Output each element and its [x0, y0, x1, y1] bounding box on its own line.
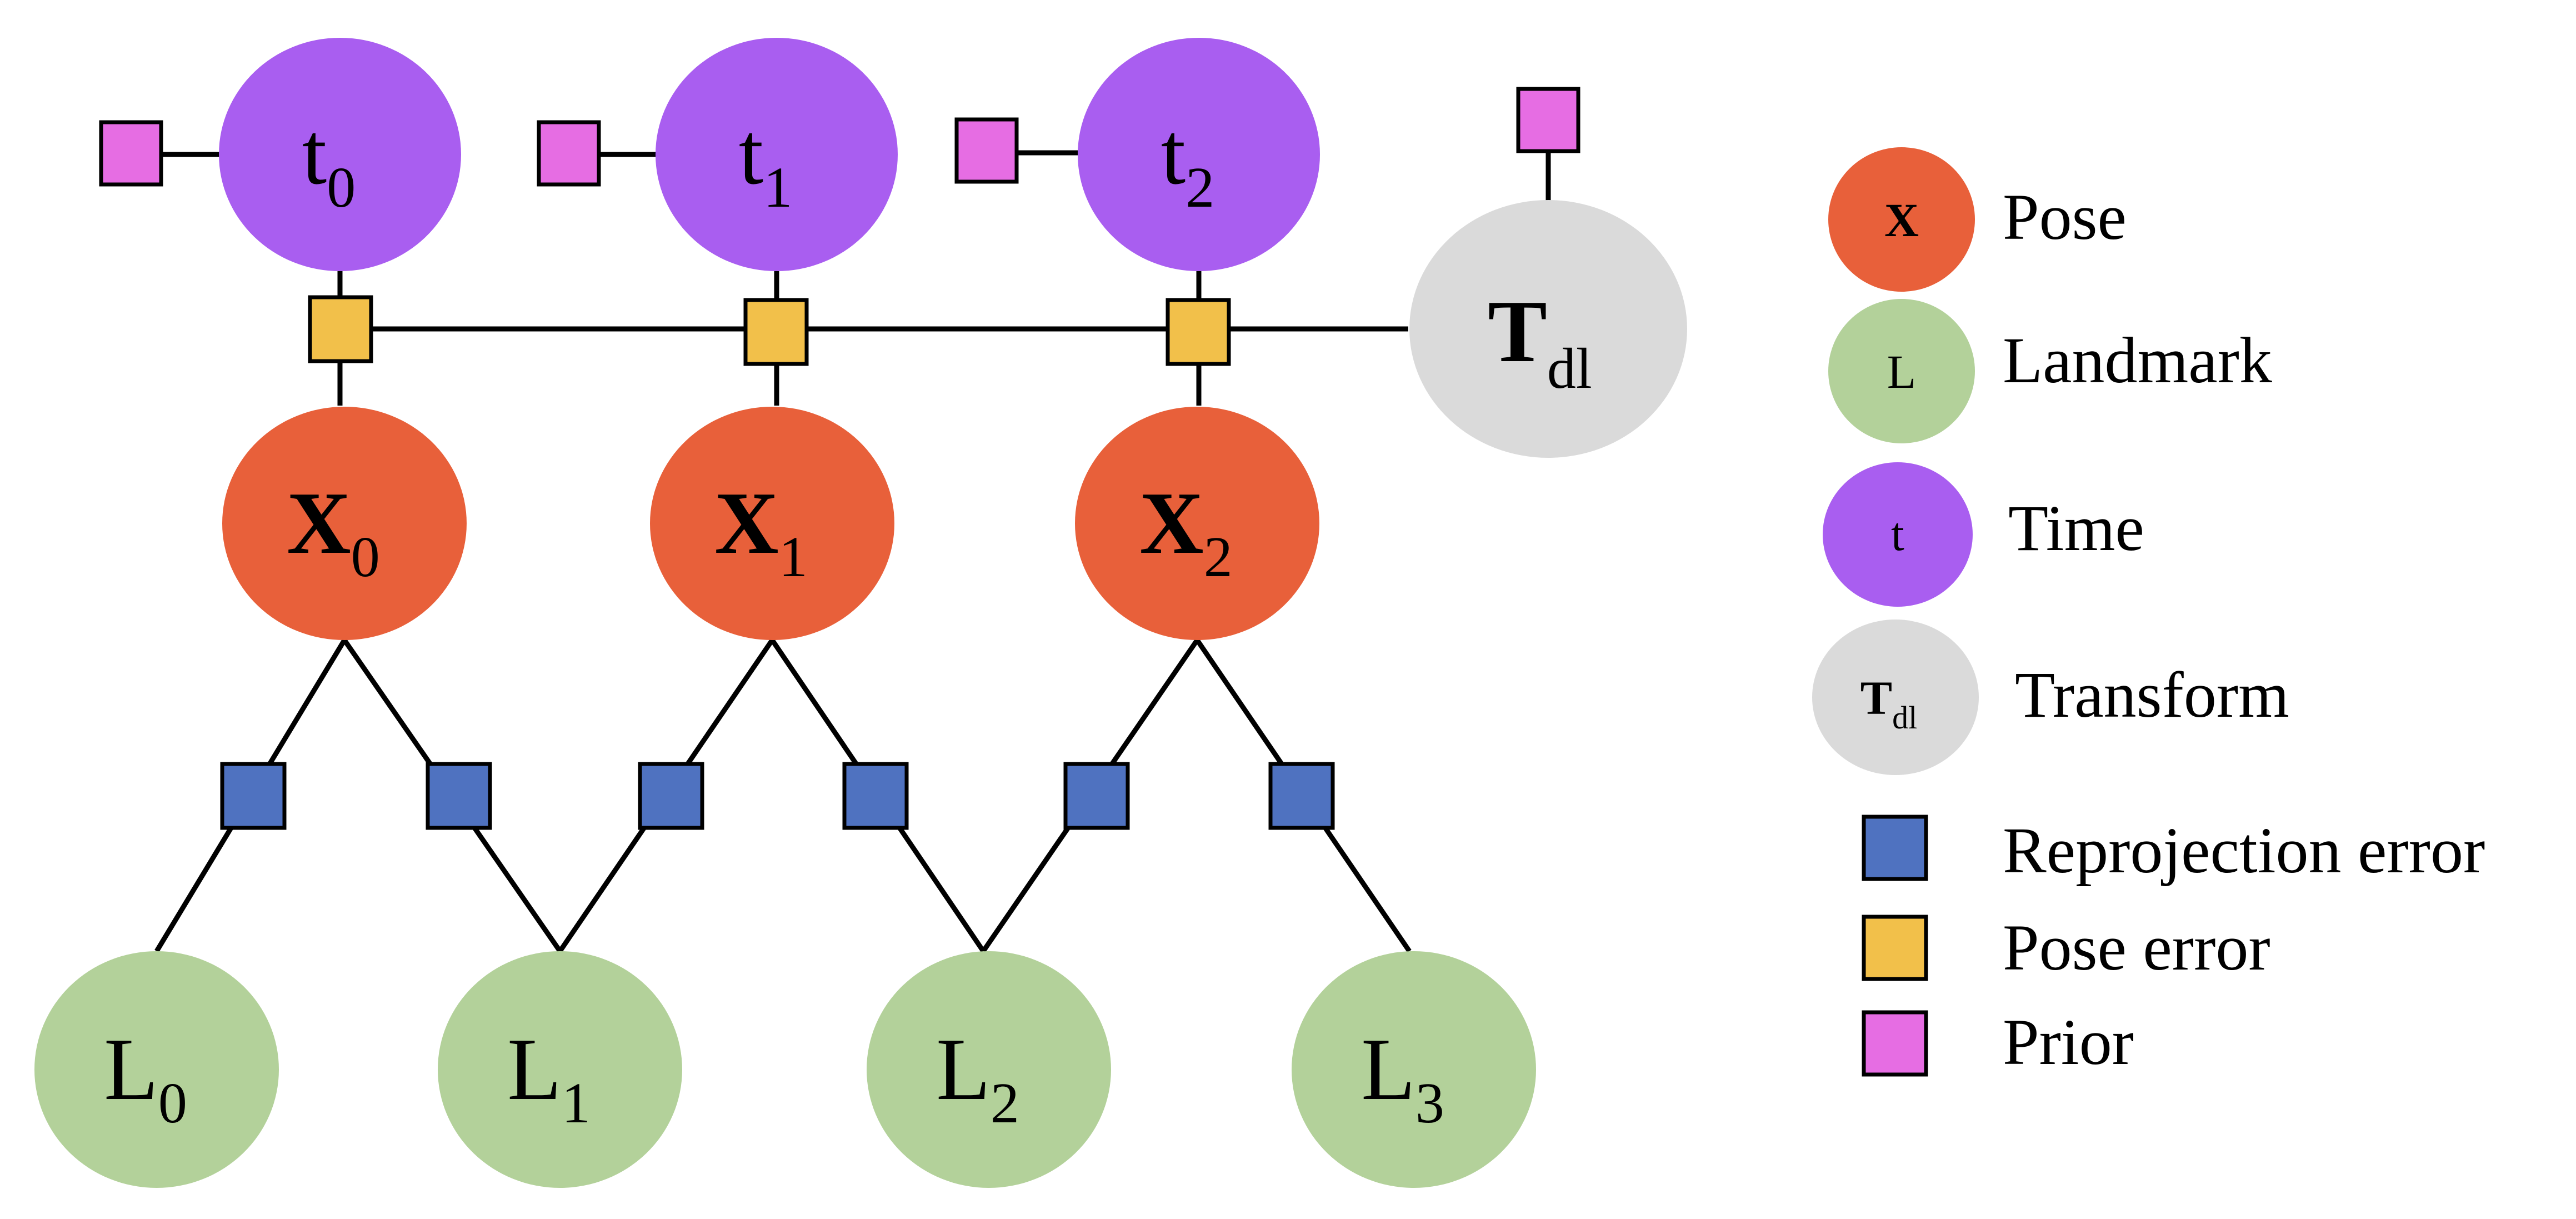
- pose-node-x0: X0: [222, 407, 467, 640]
- prior-factor-t2: [954, 117, 1019, 184]
- node-label: L: [507, 1020, 562, 1118]
- node-subscript: 0: [351, 525, 380, 589]
- prior-factor-tdl: [1516, 87, 1580, 153]
- node-subscript: 1: [763, 156, 792, 219]
- node-label: X: [714, 473, 779, 572]
- node-subscript: 2: [1204, 525, 1233, 589]
- legend-time-symbol: t: [1891, 507, 1904, 561]
- legend-pose-error-label: Pose error: [2003, 911, 2270, 984]
- node-label: L: [104, 1020, 158, 1118]
- prior-factor-t1: [537, 120, 601, 187]
- svg-text:X0: X0: [287, 473, 380, 589]
- legend-item-pose: X Pose: [1828, 147, 2127, 292]
- svg-text:L0: L0: [104, 1020, 187, 1135]
- node-label: L: [1361, 1020, 1415, 1118]
- transform-node-tdl: Tdl: [1409, 200, 1687, 458]
- legend-landmark-symbol: L: [1887, 345, 1917, 398]
- legend-item-time: t Time: [1823, 462, 2144, 607]
- legend-item-prior: Prior: [1862, 1006, 2134, 1078]
- node-subscript: 3: [1415, 1071, 1444, 1135]
- time-node-t0: t0: [219, 38, 461, 271]
- pose-error-factor-1: [743, 298, 809, 366]
- legend-landmark-label: Landmark: [2003, 324, 2272, 397]
- svg-text:L3: L3: [1361, 1020, 1444, 1135]
- reprojection-factor-x2-l3: [1268, 762, 1335, 830]
- landmark-node-l0: L0: [34, 951, 279, 1188]
- node-subscript: 1: [779, 525, 808, 589]
- landmark-node-l1: L1: [438, 951, 682, 1188]
- reprojection-factor-x0-l0: [220, 762, 287, 830]
- svg-text:Tdl: Tdl: [1488, 282, 1592, 401]
- legend-item-reprojection-error: Reprojection error: [1862, 814, 2485, 887]
- legend-pose-symbol: X: [1884, 193, 1919, 247]
- legend-prior-label: Prior: [2003, 1006, 2134, 1078]
- time-node-t1: t1: [656, 38, 898, 271]
- legend-item-landmark: L Landmark: [1828, 299, 2272, 443]
- svg-text:t1: t1: [739, 104, 792, 219]
- pose-error-factor-2: [1166, 298, 1231, 366]
- node-label: L: [936, 1020, 991, 1118]
- svg-text:t2: t2: [1161, 104, 1214, 219]
- node-subscript: 0: [158, 1071, 187, 1135]
- legend-time-label: Time: [2008, 492, 2144, 564]
- pose-node-x1: X1: [650, 407, 894, 640]
- legend-transform-symbol: T: [1860, 671, 1892, 725]
- legend-transform-label: Transform: [2015, 658, 2289, 731]
- landmark-node-l2: L2: [867, 951, 1111, 1188]
- node-label: T: [1488, 282, 1547, 381]
- node-label: X: [1139, 473, 1204, 572]
- svg-text:L1: L1: [507, 1020, 591, 1135]
- node-label: X: [287, 473, 351, 572]
- svg-text:L2: L2: [936, 1020, 1019, 1135]
- node-label: t: [1161, 104, 1186, 203]
- pose-node-x2: X2: [1075, 407, 1319, 640]
- node-subscript: 2: [1186, 156, 1214, 219]
- svg-text:t0: t0: [302, 104, 356, 219]
- time-node-t2: t2: [1078, 38, 1320, 271]
- node-subscript: 0: [327, 156, 356, 219]
- reprojection-factor-x1-l1: [638, 762, 704, 830]
- pose-error-factor-0: [308, 295, 373, 363]
- node-subscript: 1: [562, 1071, 591, 1135]
- legend-reprojection-error-label: Reprojection error: [2003, 814, 2485, 887]
- reprojection-factor-x1-l2: [842, 762, 909, 830]
- legend: X Pose L Landmark t Time Tdl Transform R…: [1812, 147, 2485, 1078]
- node-subscript: dl: [1547, 337, 1592, 401]
- legend-item-pose-error: Pose error: [1862, 911, 2270, 984]
- legend-item-transform: Tdl Transform: [1812, 620, 2289, 775]
- legend-pose-label: Pose: [2003, 181, 2127, 253]
- svg-text:X1: X1: [714, 473, 808, 589]
- node-label: t: [302, 104, 327, 203]
- svg-text:Tdl: Tdl: [1860, 671, 1918, 736]
- legend-transform-symbol-sub: dl: [1892, 700, 1917, 736]
- svg-text:X2: X2: [1139, 473, 1233, 589]
- reprojection-factor-x0-l1: [426, 762, 492, 830]
- prior-factor-t0: [99, 120, 163, 187]
- node-label: t: [739, 104, 763, 203]
- reprojection-factor-x2-l2: [1063, 762, 1130, 830]
- landmark-node-l3: L3: [1292, 951, 1536, 1188]
- node-subscript: 2: [991, 1071, 1019, 1135]
